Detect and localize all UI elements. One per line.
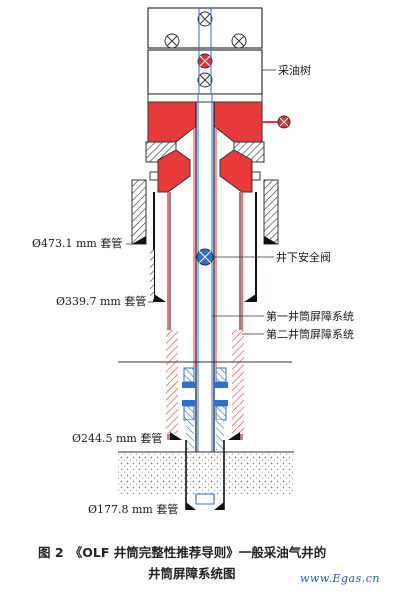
production-packer: [182, 367, 228, 421]
casing-473: [131, 179, 279, 245]
reservoir-formation: [118, 452, 294, 494]
leader-lines: [126, 69, 276, 335]
label-subsurface-safety-valve: 井下安全阀: [276, 251, 331, 264]
label-casing-244: Ø244.5 mm 套管: [72, 432, 163, 445]
label-casing-339: Ø339.7 mm 套管: [56, 295, 147, 308]
label-casing-473: Ø473.1 mm 套管: [32, 237, 123, 250]
swab-valve-icon: [197, 11, 213, 27]
casing-244-barrier-2: [166, 192, 244, 440]
annulus-valve-icon: [277, 115, 291, 129]
wellhead: [145, 93, 291, 193]
liner-177: [185, 440, 225, 510]
label-barrier-2: 第二井筒屏障系统: [266, 328, 354, 341]
christmas-tree: [147, 7, 263, 95]
watermark: www.Egas.cn: [300, 572, 380, 585]
wing-valve-right-icon: [231, 33, 247, 49]
wing-valve-left-icon: [164, 33, 180, 49]
figure-caption-line-2: 井筒屏障系统图: [148, 566, 236, 581]
figure-caption-line-1: 图 2 《OLF 井筒完整性推荐导则》一般采油气井的: [38, 545, 327, 560]
label-christmas-tree: 采油树: [278, 64, 311, 77]
casing-339: [150, 192, 257, 302]
label-barrier-1: 第一井筒屏障系统: [266, 310, 354, 323]
master-valve-red-icon: [197, 53, 213, 69]
lower-master-valve-icon: [197, 72, 213, 88]
label-casing-177: Ø177.8 mm 套管: [88, 503, 179, 516]
production-tubing-barrier-1: [193, 8, 217, 500]
subsurface-safety-valve-icon: [196, 248, 214, 266]
